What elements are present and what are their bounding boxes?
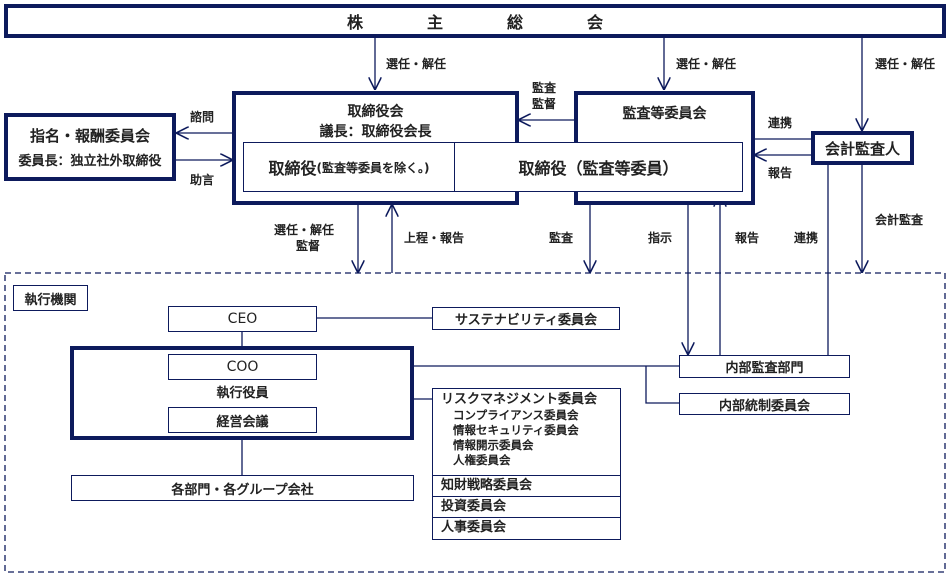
shareholders-meeting-label: 株 主 総 会: [346, 13, 603, 32]
label-submit-report: 上程・報告: [404, 231, 465, 245]
internal-control-committee: 内部統制委員会: [679, 393, 850, 415]
hr-committee: 人事委員会: [432, 517, 621, 540]
accounting-auditor: 会計監査人: [811, 131, 914, 165]
label-audit-1: 監査: [532, 81, 557, 95]
label-cooperate-internal: 連携: [794, 231, 819, 245]
label-elect-supervise-1: 選任・解任: [274, 223, 335, 237]
departments-group-companies: 各部門・各グループ会社: [71, 475, 414, 501]
board-chair: 議長：取締役会長: [319, 124, 432, 140]
label-audit-exec: 監査: [549, 231, 574, 245]
management-meeting: 経営会議: [168, 407, 317, 433]
label-elect-board: 選任・解任: [386, 57, 447, 71]
label-elect-supervise-2: 監督: [296, 239, 321, 253]
coo-box: COO: [168, 354, 317, 380]
ceo-box: CEO: [168, 306, 317, 332]
shareholders-meeting: 株 主 総 会: [4, 4, 946, 38]
audit-committee-title: 監査等委員会: [622, 106, 707, 122]
label-instruct: 指示: [648, 231, 673, 245]
label-advise: 助言: [190, 173, 215, 187]
risk-management-committee: リスクマネジメント委員会 コンプライアンス委員会 情報セキュリティ委員会 情報開…: [432, 388, 621, 476]
label-supervise-1: 監督: [532, 97, 557, 111]
label-elect-auditor: 選任・解任: [875, 57, 936, 71]
label-accounting-audit: 会計監査: [875, 213, 924, 227]
subcommittee-disclosure: 情報開示委員会: [453, 438, 534, 452]
executive-officers-label: 執行役員: [216, 386, 269, 401]
label-report-internal: 報告: [735, 231, 760, 245]
label-cooperate: 連携: [768, 116, 793, 130]
risk-management-title: リスクマネジメント委員会: [441, 392, 598, 407]
edge-internal-control: [645, 366, 680, 404]
nomination-committee: 指名・報酬委員会 委員長：独立社外取締役: [4, 113, 176, 181]
directors-audit-label: 取締役（監査等委員）: [518, 159, 679, 178]
directors-audit: 取締役（監査等委員）: [454, 142, 743, 192]
label-consult: 諮問: [190, 110, 215, 124]
subcommittee-human-rights: 人権委員会: [453, 453, 511, 467]
ip-strategy-committee: 知財戦略委員会: [432, 475, 621, 497]
coo-label: COO: [226, 359, 259, 375]
ceo-label: CEO: [227, 311, 258, 327]
label-report: 報告: [768, 166, 793, 180]
nomination-chair: 委員長：独立社外取締役: [18, 154, 162, 169]
subcommittee-compliance: コンプライアンス委員会: [453, 408, 579, 422]
label-elect-audit: 選任・解任: [676, 57, 737, 71]
nomination-title: 指名・報酬委員会: [29, 127, 150, 145]
board-title: 取締役会: [347, 104, 404, 120]
directors-non-audit: 取締役 (監査等委員を除く。): [243, 142, 455, 192]
investment-committee: 投資委員会: [432, 496, 621, 518]
executive-boundary: [4, 272, 946, 573]
internal-audit-dept: 内部監査部門: [679, 355, 850, 378]
executive-section-label: 執行機関: [13, 285, 88, 311]
sustainability-committee: サステナビリティ委員会: [432, 307, 620, 330]
subcommittee-info-security: 情報セキュリティ委員会: [453, 423, 579, 437]
directors-non-audit-main: 取締役: [268, 159, 317, 178]
directors-non-audit-note: (監査等委員を除く。): [316, 160, 430, 175]
accounting-auditor-label: 会計監査人: [824, 139, 900, 158]
